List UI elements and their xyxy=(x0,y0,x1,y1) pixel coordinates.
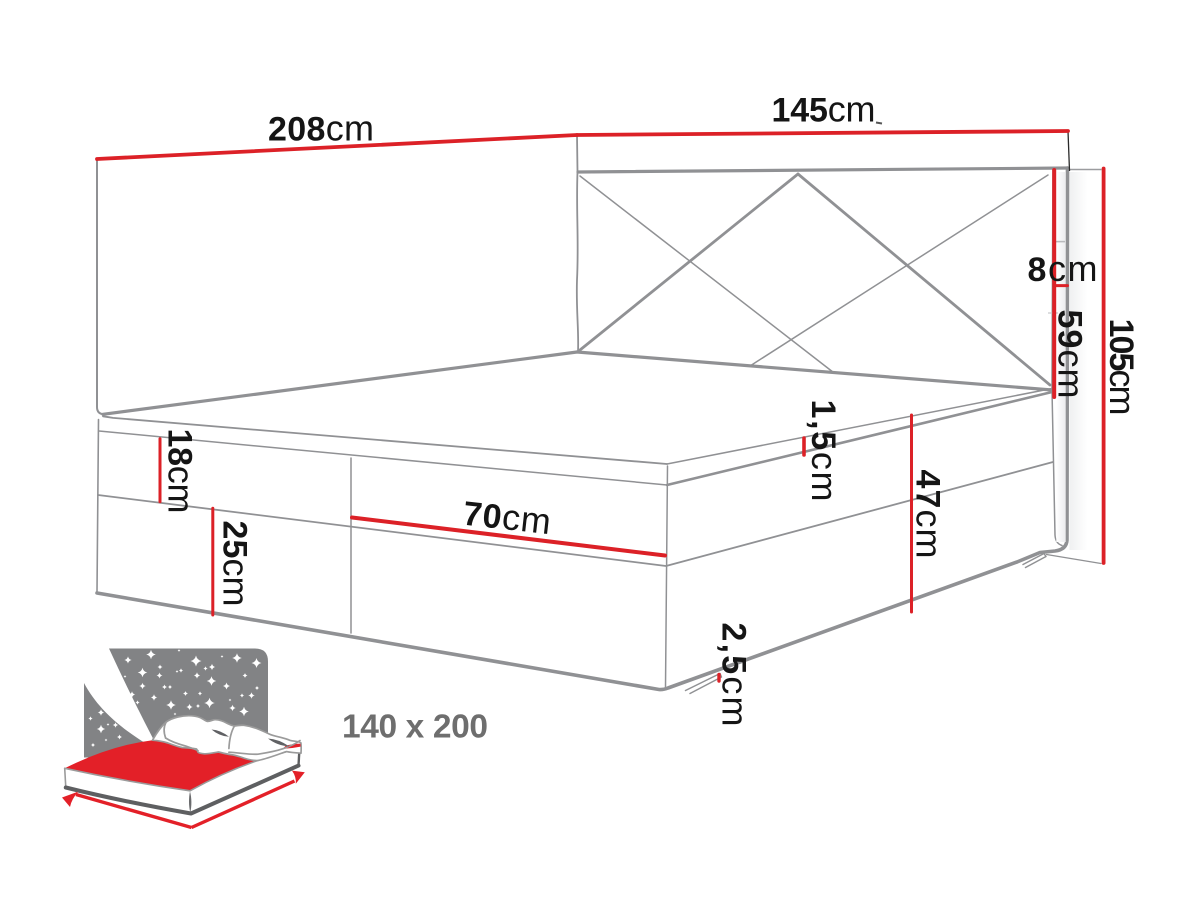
svg-text:18cm: 18cm xyxy=(161,429,202,514)
svg-text:105cm: 105cm xyxy=(1102,319,1143,416)
svg-text:25cm: 25cm xyxy=(216,521,257,607)
svg-text:145cm: 145cm xyxy=(772,89,876,130)
svg-text:2,5cm: 2,5cm xyxy=(715,623,756,727)
svg-text:8cm: 8cm xyxy=(1028,248,1098,289)
svg-text:1,5cm: 1,5cm xyxy=(804,400,845,502)
svg-text:59cm: 59cm xyxy=(1051,310,1092,399)
svg-text:208cm: 208cm xyxy=(268,108,374,149)
svg-text:47cm: 47cm xyxy=(909,470,950,559)
svg-text:70cm: 70cm xyxy=(461,492,553,542)
svg-text:140 x 200: 140 x 200 xyxy=(342,709,488,746)
